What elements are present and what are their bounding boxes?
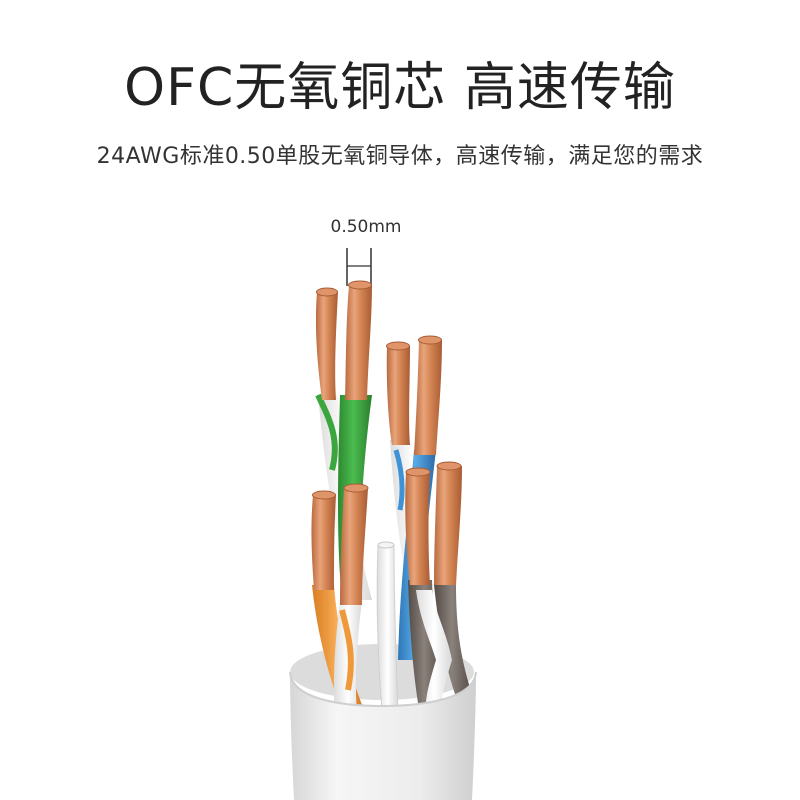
cable-jacket	[290, 672, 476, 800]
diameter-marker: 0.50mm	[331, 217, 402, 286]
diameter-label: 0.50mm	[331, 217, 402, 237]
brown-white-pair	[408, 580, 474, 715]
page-subtitle: 24AWG标准0.50单股无氧铜导体，高速传输，满足您的需求	[96, 144, 704, 169]
orange-white-pair	[312, 585, 368, 725]
center-filler	[376, 544, 399, 711]
copper-conductors	[311, 280, 462, 605]
page-title: OFC无氧铜芯 高速传输	[124, 58, 676, 118]
